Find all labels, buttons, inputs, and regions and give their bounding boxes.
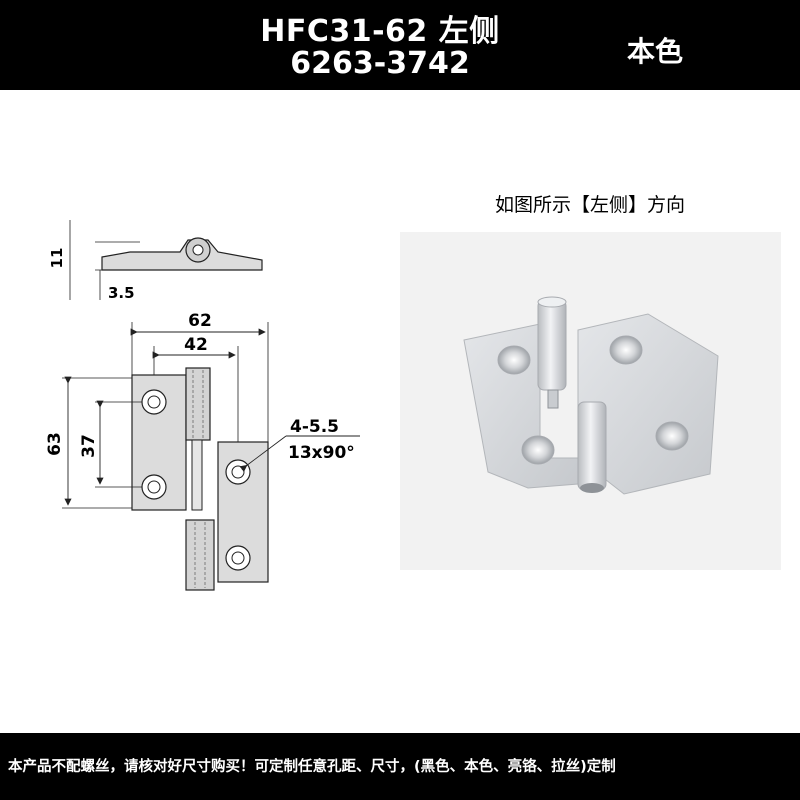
side-view: 11 3.5 [48,220,263,302]
dim-11: 11 [48,248,66,269]
hole-spec-countersink: 13x90° [288,443,355,463]
model-title: HFC31-62 左侧 [260,14,500,49]
part-number: 6263-3742 [290,46,470,81]
photo-caption: 如图所示【左侧】方向 [494,194,685,216]
color-label: 本色 [626,35,683,68]
product-photo [400,232,781,570]
hole-spec-count: 4-5.5 [290,417,339,437]
dim-63: 63 [45,432,65,456]
hinge-illustration [463,296,719,495]
technical-drawing: 11 3.5 62 42 [45,220,360,591]
dim-3-5: 3.5 [108,284,135,302]
footer-banner: 本产品不配螺丝，请核对好尺寸购买！可定制任意孔距、尺寸，(黑色、本色、亮铬、拉丝… [0,733,800,800]
footer-notice: 本产品不配螺丝，请核对好尺寸购买！可定制任意孔距、尺寸，(黑色、本色、亮铬、拉丝… [8,759,616,775]
dim-62: 62 [188,311,212,331]
dim-42: 42 [184,335,208,355]
header-banner: HFC31-62 左侧 6263-3742 本色 [0,0,800,90]
front-view [131,367,269,591]
dim-37: 37 [79,434,99,458]
dimensions: 62 42 63 37 4-5.5 13x90° [45,311,360,509]
